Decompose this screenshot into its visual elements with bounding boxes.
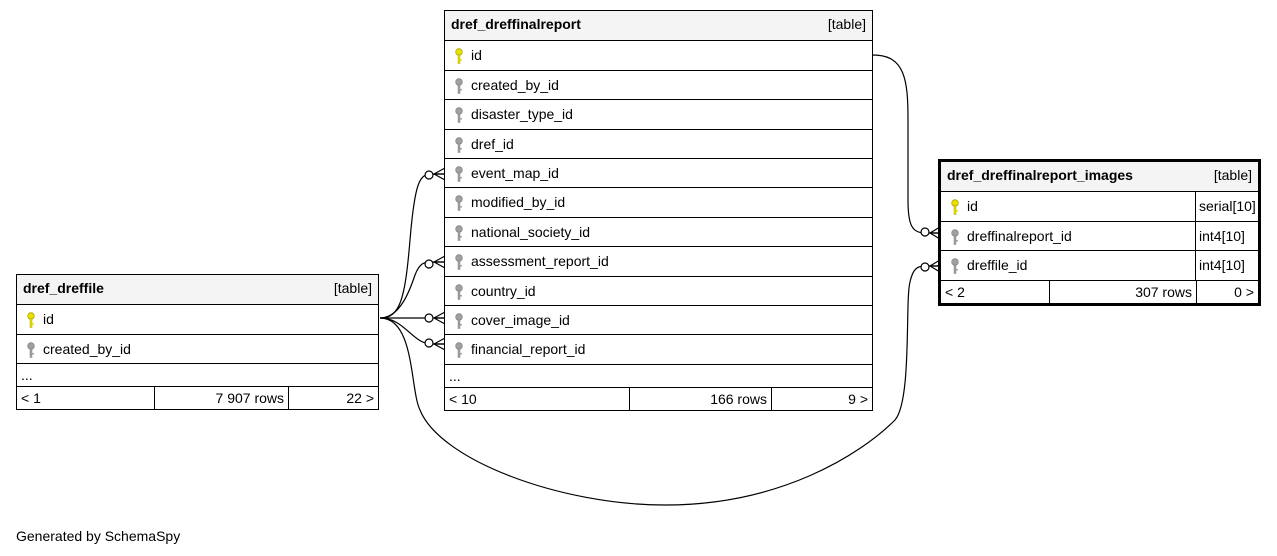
edge-dreffile-assessment-report <box>379 261 445 319</box>
foreign-key-icon <box>454 107 464 123</box>
crowfoot-financial-report <box>433 337 446 351</box>
table-dref-dreffinalreport[interactable]: dref_dreffinalreport [table] id created_… <box>444 10 873 411</box>
primary-key-icon <box>26 312 36 329</box>
foreign-key-icon <box>950 258 960 274</box>
column-name: id <box>43 311 54 328</box>
table-name[interactable]: dref_dreffile <box>23 280 104 296</box>
column-assessment-report-id[interactable]: assessment_report_id <box>445 246 872 275</box>
table-footer: < 2 307 rows 0 > <box>941 279 1258 303</box>
column-name: event_map_id <box>471 164 559 181</box>
column-disaster-type-id[interactable]: disaster_type_id <box>445 99 872 128</box>
column-modified-by-id[interactable]: modified_by_id <box>445 187 872 216</box>
column-name: modified_by_id <box>471 194 566 211</box>
children-count[interactable]: 0 > <box>1196 280 1258 303</box>
table-name[interactable]: dref_dreffinalreport <box>451 16 581 32</box>
column-national-society-id[interactable]: national_society_id <box>445 216 872 246</box>
column-cover-image-id[interactable]: cover_image_id <box>445 304 872 334</box>
column-datatype: int4[10] <box>1195 221 1258 251</box>
edge-dreffile-event-map <box>379 173 445 319</box>
column-name: financial_report_id <box>471 341 586 358</box>
edge-end-assessment-report <box>424 259 434 269</box>
column-id[interactable]: id serial[10] <box>941 191 1258 221</box>
edge-end-financial-report <box>424 338 434 348</box>
children-count[interactable]: 9 > <box>771 387 872 410</box>
column-datatype: serial[10] <box>1195 192 1258 221</box>
crowfoot-assessment-report <box>433 255 446 269</box>
column-id[interactable]: id <box>17 304 378 333</box>
more-columns[interactable]: ... <box>445 363 872 387</box>
column-id[interactable]: id <box>445 40 872 69</box>
foreign-key-icon <box>454 78 464 94</box>
ellipsis: ... <box>21 367 33 384</box>
table-dref-dreffile[interactable]: dref_dreffile [table] id created_by_id .… <box>16 274 379 411</box>
column-name: dreffinalreport_id <box>967 227 1072 244</box>
table-type: [table] <box>1213 167 1252 183</box>
table-header[interactable]: dref_dreffinalreport_images [table] <box>941 162 1258 192</box>
edge-dreffile-images-dreffile-id <box>379 265 940 506</box>
foreign-key-icon <box>950 229 960 245</box>
parents-count[interactable]: < 2 <box>945 283 965 300</box>
column-name: disaster_type_id <box>471 106 573 123</box>
column-name: created_by_id <box>471 76 559 93</box>
foreign-key-icon <box>454 166 464 182</box>
ellipsis: ... <box>449 367 461 384</box>
row-count: 307 rows <box>1049 280 1196 303</box>
row-count: 7 907 rows <box>154 387 288 410</box>
column-name: created_by_id <box>43 340 131 357</box>
column-event-map-id[interactable]: event_map_id <box>445 157 872 187</box>
foreign-key-icon <box>454 225 464 241</box>
column-name: dref_id <box>471 135 514 152</box>
edge-end-images-dreffile-id <box>920 262 930 272</box>
column-name: cover_image_id <box>471 311 570 328</box>
foreign-key-icon <box>454 195 464 212</box>
table-header[interactable]: dref_dreffile [table] <box>17 275 378 305</box>
column-country-id[interactable]: country_id <box>445 275 872 305</box>
crowfoot-event-map <box>433 167 446 181</box>
foreign-key-icon <box>26 342 36 358</box>
more-columns[interactable]: ... <box>17 363 378 386</box>
foreign-key-icon <box>454 136 464 153</box>
column-name: dreffile_id <box>967 257 1028 274</box>
children-count[interactable]: 22 > <box>288 387 378 410</box>
column-created-by-id[interactable]: created_by_id <box>445 69 872 99</box>
table-header[interactable]: dref_dreffinalreport [table] <box>445 11 872 41</box>
parents-count[interactable]: < 1 <box>21 390 41 407</box>
primary-key-icon <box>950 199 960 216</box>
table-footer: < 1 7 907 rows 22 > <box>17 386 378 410</box>
column-dreffile-id[interactable]: dreffile_id int4[10] <box>941 250 1258 280</box>
foreign-key-icon <box>454 342 464 359</box>
parents-count[interactable]: < 10 <box>449 390 477 407</box>
column-name: national_society_id <box>471 223 591 240</box>
table-name[interactable]: dref_dreffinalreport_images <box>947 167 1133 183</box>
column-name: country_id <box>471 282 536 299</box>
primary-key-icon <box>454 48 464 65</box>
column-name: assessment_report_id <box>471 253 609 270</box>
table-type: [table] <box>333 280 372 296</box>
foreign-key-icon <box>454 283 464 300</box>
table-dref-dreffinalreport-images[interactable]: dref_dreffinalreport_images [table] id se… <box>938 159 1261 306</box>
crowfoot-cover-image <box>433 311 446 325</box>
edge-end-cover-image <box>424 313 434 323</box>
column-datatype: int4[10] <box>1195 251 1258 280</box>
edge-finalreport-id-images-dreffinalreport-id <box>872 54 940 234</box>
column-dreffinalreport-id[interactable]: dreffinalreport_id int4[10] <box>941 220 1258 251</box>
column-financial-report-id[interactable]: financial_report_id <box>445 334 872 363</box>
edge-end-images-dreffinalreport-id <box>920 227 930 237</box>
table-type: [table] <box>827 16 866 32</box>
foreign-key-icon <box>454 254 464 270</box>
generated-by-link[interactable]: Generated by SchemaSpy <box>16 528 181 544</box>
column-dref-id[interactable]: dref_id <box>445 128 872 158</box>
column-created-by-id[interactable]: created_by_id <box>17 333 378 363</box>
foreign-key-icon <box>454 313 464 329</box>
row-count: 166 rows <box>629 387 771 410</box>
table-footer: < 10 166 rows 9 > <box>445 386 872 410</box>
column-name: id <box>471 47 482 64</box>
edge-end-event-map <box>424 170 434 180</box>
edge-dreffile-financial-report <box>379 317 445 345</box>
column-name: id <box>967 198 978 215</box>
